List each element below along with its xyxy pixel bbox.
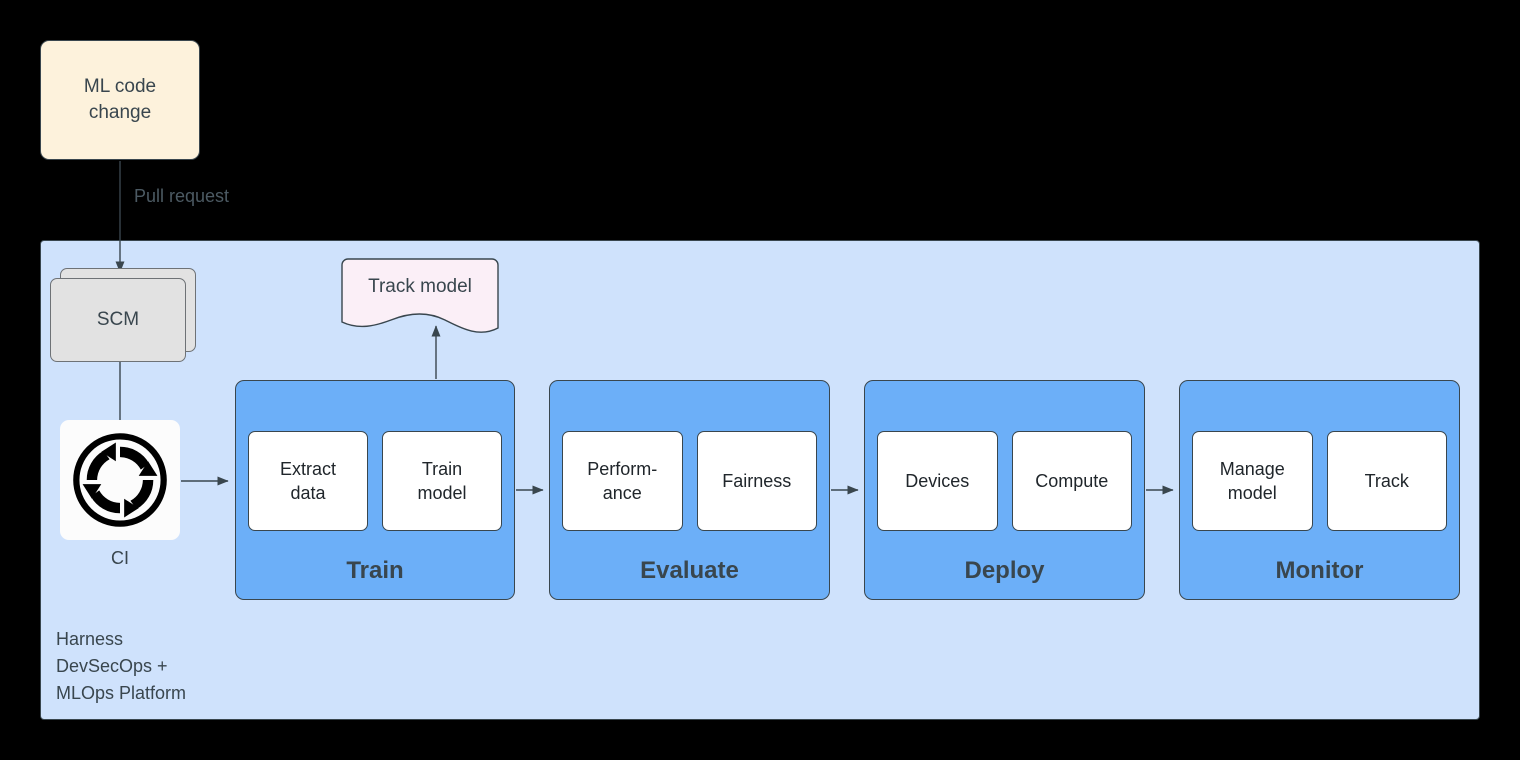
stage-deploy[interactable]: Devices Compute Deploy	[864, 380, 1145, 600]
card-manage-model-line1: Manage	[1219, 459, 1285, 479]
card-track-line1: Track	[1364, 471, 1409, 491]
ml-code-change-line2: change	[88, 102, 152, 123]
stage-evaluate-cards: Perform- ance Fairness	[562, 431, 817, 531]
ci-caption-label: CI	[111, 548, 129, 568]
pull-request-edge-label: Pull request	[134, 186, 230, 206]
ml-code-change-line1: ML code	[83, 76, 157, 97]
ml-code-change-label: ML code change	[84, 74, 156, 126]
stage-deploy-cards: Devices Compute	[877, 431, 1132, 531]
note-shape-icon	[341, 258, 499, 333]
stage-monitor-title: Monitor	[1275, 557, 1364, 584]
stage-train-title: Train	[346, 557, 404, 584]
card-track[interactable]: Track	[1326, 431, 1447, 531]
card-train-model-line1: Train	[421, 459, 463, 479]
card-performance[interactable]: Perform- ance	[562, 431, 683, 531]
platform-caption-label: Harness DevSecOps + MLOps Platform	[56, 629, 187, 703]
stage-train[interactable]: Extract data Train model Train	[235, 380, 515, 600]
card-compute[interactable]: Compute	[1011, 431, 1132, 531]
card-compute-line1: Compute	[1035, 471, 1109, 491]
card-devices-line1: Devices	[905, 471, 970, 491]
card-train-model[interactable]: Train model	[382, 431, 502, 531]
track-model-label: Track model	[368, 276, 472, 297]
scm-label: SCM	[96, 309, 140, 330]
card-extract-data[interactable]: Extract data	[248, 431, 368, 531]
stage-monitor[interactable]: Manage model Track Monitor	[1179, 380, 1460, 600]
stage-monitor-cards: Manage model Track	[1192, 431, 1447, 531]
continuous-integration-icon	[73, 433, 167, 527]
card-extract-data-line1: Extract	[279, 459, 336, 479]
stage-train-cards: Extract data Train model	[248, 431, 502, 531]
stage-deploy-title: Deploy	[964, 557, 1045, 584]
card-manage-model[interactable]: Manage model	[1192, 431, 1313, 531]
card-manage-model-line2: model	[1227, 483, 1277, 503]
card-performance-line2: ance	[602, 483, 642, 503]
card-train-model-line2: model	[417, 483, 467, 503]
ml-code-change-box[interactable]: ML code change	[40, 40, 200, 160]
stage-evaluate[interactable]: Perform- ance Fairness Evaluate	[549, 380, 830, 600]
card-fairness[interactable]: Fairness	[696, 431, 817, 531]
card-performance-line1: Perform-	[587, 459, 658, 479]
ci-icon-tile[interactable]	[60, 420, 180, 540]
card-devices[interactable]: Devices	[877, 431, 998, 531]
stage-evaluate-title: Evaluate	[640, 557, 739, 584]
scm-node[interactable]: SCM	[50, 268, 196, 362]
scm-stack-front-layer: SCM	[50, 278, 186, 362]
card-extract-data-line2: data	[290, 483, 326, 503]
track-model-note[interactable]: Track model	[341, 258, 499, 336]
card-fairness-line1: Fairness	[722, 471, 792, 491]
